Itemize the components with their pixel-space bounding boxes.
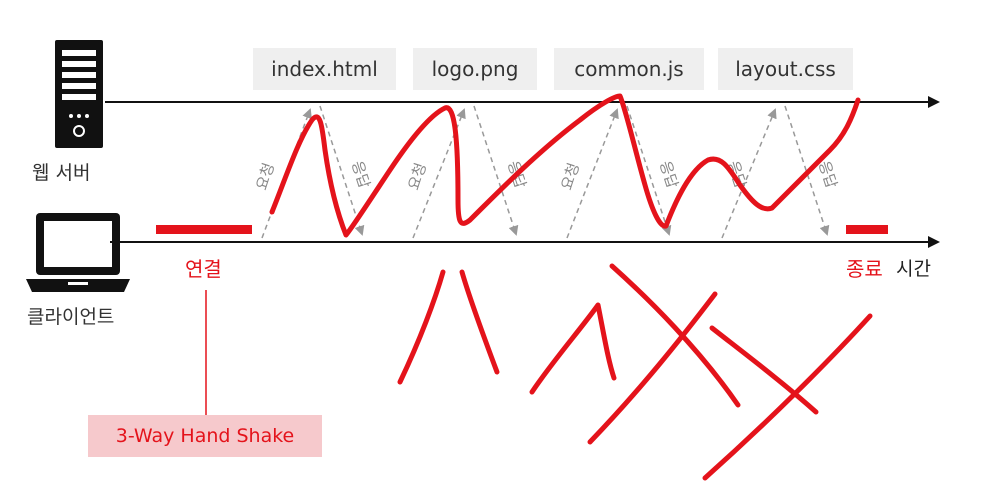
response-arrows xyxy=(319,105,830,236)
scribble-caret-2 xyxy=(529,302,617,395)
response-arrow-4 xyxy=(784,105,830,236)
scribble-x2-b xyxy=(702,313,873,481)
file-box-index-html: index.html xyxy=(253,48,396,90)
scribble-caret-1-left xyxy=(397,269,446,385)
response-arrow-3 xyxy=(626,105,672,236)
handwritten-scribbles xyxy=(397,263,873,481)
file-box-common-js: common.js xyxy=(554,48,704,90)
scribble-x1-b xyxy=(587,291,718,445)
client-label: 클라이언트 xyxy=(27,306,115,328)
request-label-1: 요청 xyxy=(252,161,278,193)
time-label: 시간 xyxy=(896,258,931,280)
connect-label: 연결 xyxy=(185,257,222,281)
request-label-3: 요청 xyxy=(557,161,583,193)
server-icon xyxy=(55,40,103,148)
request-label-2: 요청 xyxy=(404,161,430,193)
end-bar xyxy=(846,225,888,234)
end-label: 종료 xyxy=(846,257,883,281)
connect-bar xyxy=(156,225,252,234)
request-arrow-1 xyxy=(261,108,312,239)
scribble-x1-a xyxy=(609,263,741,408)
laptop-icon xyxy=(26,213,130,292)
response-label-1: 응답 xyxy=(348,159,374,191)
file-box-logo-png: logo.png xyxy=(413,48,537,90)
response-arrow-1 xyxy=(319,105,365,236)
request-arrow-2 xyxy=(412,108,466,239)
file-box-layout-css: layout.css xyxy=(718,48,853,90)
scribble-caret-1-right xyxy=(459,269,500,375)
scribble-x2-a xyxy=(709,325,819,415)
handwritten-zigzag xyxy=(269,93,861,238)
request-arrows xyxy=(261,108,777,239)
server-label: 웹 서버 xyxy=(32,162,91,184)
response-label-4: 응답 xyxy=(724,159,750,191)
response-arrow-2 xyxy=(473,105,519,236)
response-label-3: 응답 xyxy=(656,159,682,191)
handshake-box: 3-Way Hand Shake xyxy=(88,415,322,457)
request-arrow-3 xyxy=(566,108,619,239)
